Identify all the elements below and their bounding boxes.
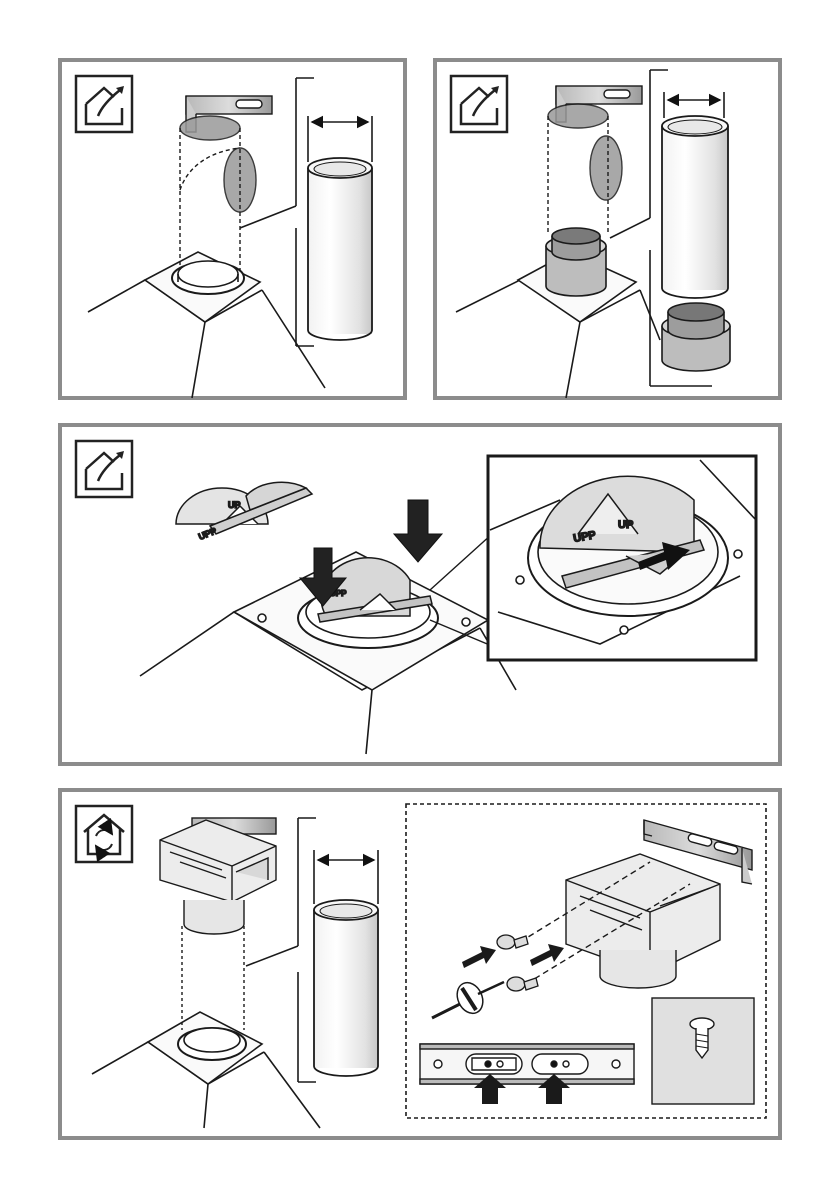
house-exhaust-icon (76, 441, 132, 497)
house-exhaust-icon (76, 76, 132, 132)
panel2-duct-adapter (546, 228, 606, 296)
house-exhaust-icon (451, 76, 507, 132)
panel4-hood-body (92, 1012, 320, 1128)
push-arrow-icon (530, 944, 564, 966)
down-arrow-icon (394, 500, 442, 562)
panel4-detail-filter-unit (566, 854, 720, 988)
panel3-detail-inset: UPP UP (488, 456, 756, 660)
house-recirculation-icon (76, 806, 132, 862)
panel1-hood-body (88, 252, 325, 398)
panel3-valve-closed: UPP UP (176, 482, 312, 542)
push-arrow-icon (462, 946, 496, 968)
panel1-duct-tube (308, 158, 372, 340)
valve-label-upp: UPP (197, 526, 218, 542)
panel4-duct-ghost (182, 926, 244, 1030)
push-arrows (462, 944, 564, 968)
screwdriver-icon (432, 978, 504, 1018)
panel2-duct-tube (662, 116, 728, 298)
screw-icon (497, 935, 528, 949)
screw-detail-box (652, 998, 754, 1104)
panel4-duct-tube (314, 900, 378, 1076)
panel1-duct-ghost (180, 116, 256, 270)
panel2-adapter-detail (662, 303, 730, 371)
valve-label-up: UP (228, 500, 241, 510)
screw-icon (507, 977, 538, 991)
panel4-bracket-front (420, 1044, 634, 1084)
panel4-filter-unit (160, 818, 276, 934)
valve-label-up: UP (618, 519, 633, 531)
panel2-duct-ghost (548, 104, 622, 232)
